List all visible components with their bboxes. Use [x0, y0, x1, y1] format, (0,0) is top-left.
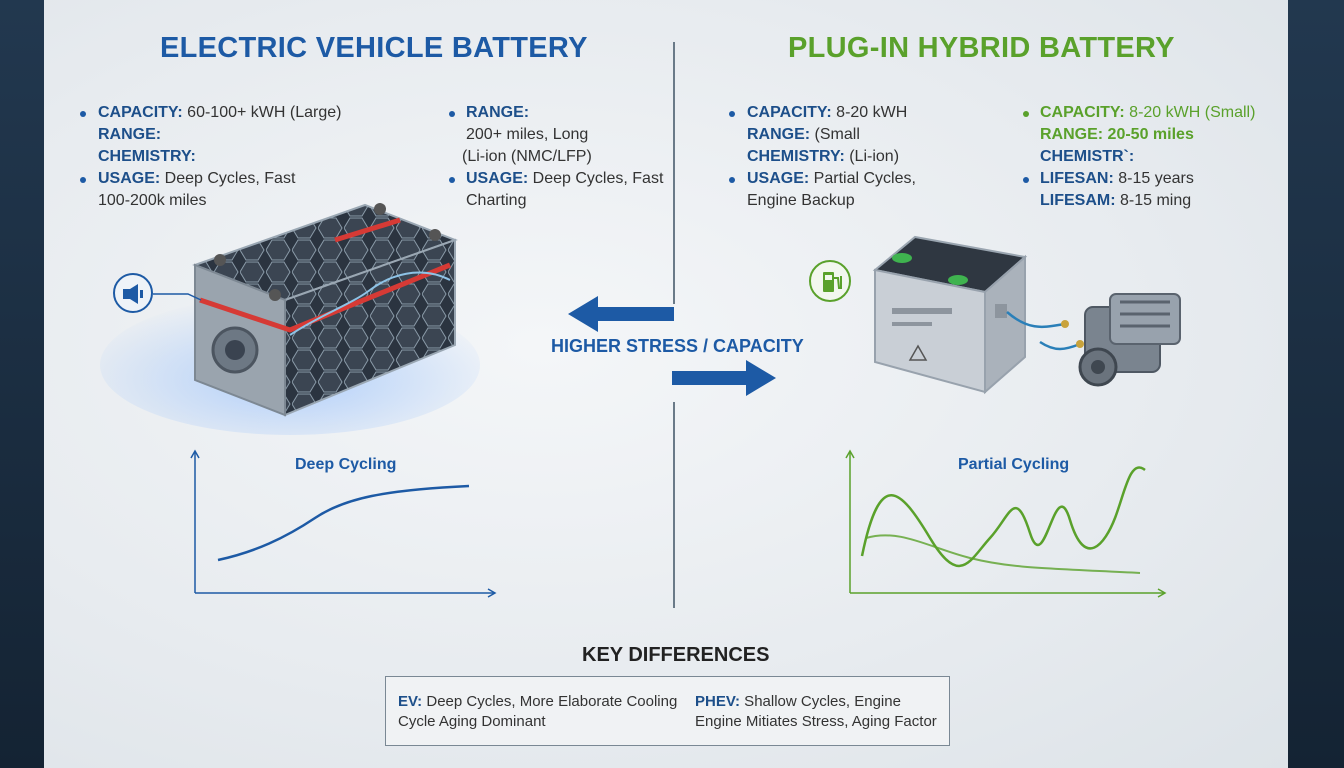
- ev-spec-list-2: RANGE: 200+ miles, Long (Li-ion (NMC/LFP…: [462, 102, 686, 212]
- x-axis-arrow: [1157, 588, 1167, 598]
- ev-usage-value: Deep Cycles, Fast: [160, 170, 296, 187]
- phev-partial-cycling-chart: [845, 449, 1167, 598]
- bullet: [1023, 177, 1029, 183]
- ev-range2-label: RANGE:: [466, 104, 530, 121]
- ev-range-label: RANGE:: [98, 126, 162, 143]
- phev-spec-list-3: CHEMISTR`: LIFESAN: 8-15 years LIFESAM: …: [1040, 146, 1280, 212]
- phev-usage-line2: Engine Backup: [747, 192, 855, 209]
- bullet: [729, 177, 735, 183]
- center-divider-top: [673, 42, 675, 304]
- phev-chemistry-value: (Li-ion): [844, 148, 900, 165]
- ev-usage2-value: Deep Cycles, Fast: [528, 170, 664, 187]
- ev-chart-title: Deep Cycling: [295, 456, 397, 473]
- center-divider-bottom: [673, 402, 675, 608]
- phev-usage-value: Partial Cycles,: [809, 170, 916, 187]
- ev-diff-line2: Cycle Aging Dominant: [398, 713, 546, 730]
- ev-usage2-label: USAGE:: [466, 170, 529, 187]
- phev-capacity-value: 8-20 kWH: [831, 104, 908, 121]
- phev-battery-illustration: [872, 235, 1181, 395]
- ev-spec-list: CAPACITY: 60-100+ kWH (Large) RANGE: CHE…: [98, 102, 418, 190]
- arrow-right-icon: [672, 360, 776, 396]
- phev-lifespan2-value: 8-15 ming: [1115, 192, 1192, 209]
- phev-chemistry-label: CHEMISTRY:: [747, 148, 845, 165]
- phev-range2-value: 20-50 miles: [1103, 126, 1194, 143]
- ev-diff-label: EV:: [398, 693, 423, 710]
- right-frame: [1288, 0, 1344, 768]
- phev-capacity-label: CAPACITY:: [747, 104, 832, 121]
- ev-diff-line1: Deep Cycles, More Elaborate Cooling: [422, 693, 678, 710]
- ev-usage2-line2: Charting: [466, 192, 527, 209]
- phev-chart-title: Partial Cycling: [958, 456, 1070, 473]
- y-axis-arrow: [190, 449, 200, 459]
- phev-diff-line2: Engine Mitiates Stress, Aging Factor: [695, 713, 937, 730]
- phev-spec-list-2: CAPACITY: 8-20 kWH (Small) RANGE: 20-50 …: [1040, 102, 1280, 146]
- bullet: [80, 177, 86, 183]
- phev-diff-label: PHEV:: [695, 693, 741, 710]
- speaker-connector: [153, 293, 202, 301]
- ev-capacity-label: CAPACITY:: [98, 104, 183, 121]
- bullet: [80, 111, 86, 117]
- stress-label: HIGHER STRESS / CAPACITY: [551, 336, 804, 356]
- phev-range2-label: RANGE:: [1040, 126, 1104, 143]
- phev-capacity2-value: 8-20 kWH (Small): [1124, 104, 1256, 121]
- bullet: [449, 177, 455, 183]
- x-axis-arrow: [487, 588, 497, 598]
- phev-spec-list: CAPACITY: 8-20 kWH RANGE: (Small CHEMIST…: [747, 102, 997, 212]
- ev-difference: EV: Deep Cycles, More Elaborate Cooling …: [398, 692, 688, 732]
- phev-chemistry2-label: CHEMISTR`:: [1040, 148, 1135, 165]
- ev-usage-line2: 100-200k miles: [98, 192, 207, 209]
- fuel-pump-icon: [809, 260, 851, 302]
- phev-difference: PHEV: Shallow Cycles, Engine Engine Miti…: [695, 692, 947, 732]
- y-axis-arrow: [845, 449, 855, 459]
- deep-cycling-curve: [217, 484, 470, 562]
- ev-capacity-value: 60-100+ kWH (Large): [182, 104, 342, 121]
- phev-lifespan-label: LIFESAN:: [1040, 170, 1114, 187]
- phev-usage-label: USAGE:: [747, 170, 810, 187]
- ev-title: ELECTRIC VEHICLE BATTERY: [160, 32, 588, 64]
- decay-curve: [865, 534, 1141, 574]
- arrow-left-icon: [568, 296, 674, 332]
- bullet: [449, 111, 455, 117]
- ev-chemistry-label: CHEMISTRY:: [98, 148, 196, 165]
- ev-battery-illustration: [100, 203, 480, 435]
- phev-title: PLUG-IN HYBRID BATTERY: [788, 32, 1175, 64]
- partial-cycling-curve: [860, 466, 1146, 567]
- ev-usage-label: USAGE:: [98, 170, 161, 187]
- speaker-icon: [113, 273, 153, 313]
- phev-range-label: RANGE:: [747, 126, 811, 143]
- phev-capacity2-label: CAPACITY:: [1040, 104, 1125, 121]
- phev-lifespan-value: 8-15 years: [1113, 170, 1194, 187]
- left-frame: [0, 0, 44, 768]
- key-differences-box: [385, 676, 950, 746]
- ev-range2-line2: (Li-ion (NMC/LFP): [462, 148, 592, 165]
- key-differences-title: KEY DIFFERENCES: [582, 644, 770, 666]
- phev-diff-line1: Shallow Cycles, Engine: [740, 693, 901, 710]
- ev-range2-line1: 200+ miles, Long: [466, 126, 589, 143]
- phev-lifespan2-label: LIFESAM:: [1040, 192, 1116, 209]
- phev-range-value: (Small: [810, 126, 860, 143]
- bullet: [1023, 111, 1029, 117]
- bullet: [729, 111, 735, 117]
- ev-deep-cycling-chart: [190, 449, 497, 598]
